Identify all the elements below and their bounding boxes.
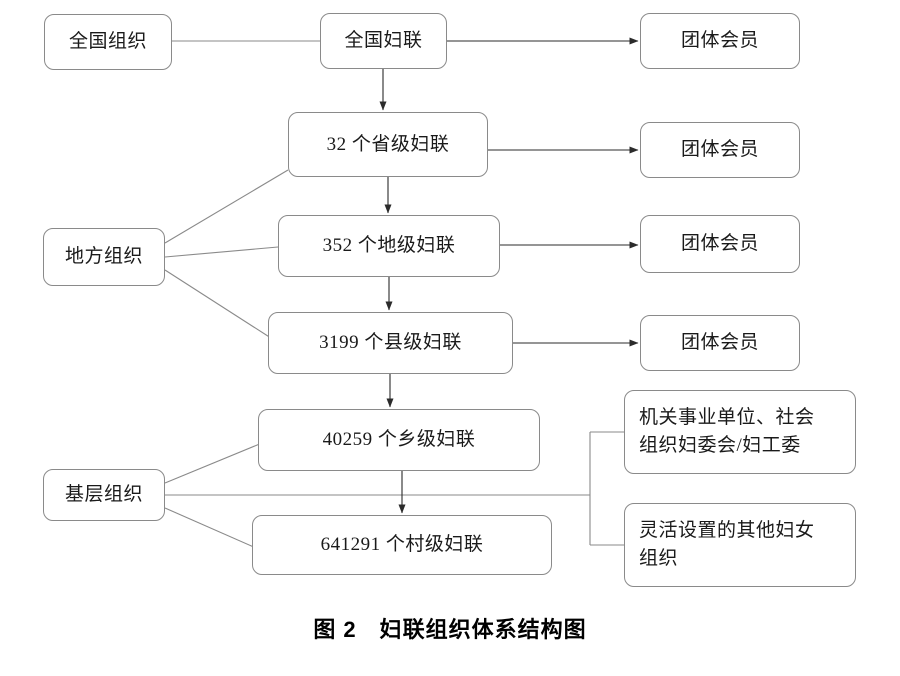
node-village-federations-label: 641291 个村级妇联 (320, 534, 484, 556)
edge-local-org-to-prefecture (164, 246, 279, 258)
node-county-federations-label: 3199 个县级妇联 (319, 332, 462, 354)
edge-grassroots-org-to-village (164, 507, 257, 549)
node-grassroots-org-label: 基层组织 (64, 484, 143, 506)
node-national-federation-label: 全国妇联 (344, 30, 423, 52)
node-prefecture-federations[interactable]: 352 个地级妇联 (278, 215, 500, 277)
figure-caption: 图 2 妇联组织体系结构图 (313, 617, 587, 642)
node-village-federations[interactable]: 641291 个村级妇联 (252, 515, 552, 575)
node-national-federation[interactable]: 全国妇联 (320, 13, 447, 69)
edge-grassroots-org-to-township (164, 442, 263, 484)
node-national-org[interactable]: 全国组织 (44, 14, 172, 70)
node-flexible-womens-organization[interactable]: 灵活设置的其他妇女 组织 (624, 503, 856, 587)
node-institution-womens-committee[interactable]: 机关事业单位、社会 组织妇委会/妇工委 (624, 390, 856, 474)
node-provincial-federations-label: 32 个省级妇联 (326, 133, 450, 155)
node-group-member-provincial-label: 团体会员 (680, 139, 759, 161)
node-provincial-federations[interactable]: 32 个省级妇联 (288, 112, 488, 177)
node-group-member-prefecture-label: 团体会员 (680, 233, 759, 255)
node-local-org[interactable]: 地方组织 (43, 228, 165, 286)
node-flexible-womens-organization-label: 灵活设置的其他妇女 组织 (639, 519, 815, 570)
node-grassroots-org[interactable]: 基层组织 (43, 469, 165, 521)
node-township-federations[interactable]: 40259 个乡级妇联 (258, 409, 540, 471)
edge-local-org-to-county (164, 269, 275, 341)
node-group-member-national[interactable]: 团体会员 (640, 13, 800, 69)
node-national-org-label: 全国组织 (68, 31, 147, 53)
edge-local-org-to-provincial (164, 169, 289, 244)
node-institution-womens-committee-label: 机关事业单位、社会 组织妇委会/妇工委 (639, 406, 815, 457)
node-group-member-county-label: 团体会员 (680, 332, 759, 354)
node-group-member-provincial[interactable]: 团体会员 (640, 122, 800, 178)
node-group-member-county[interactable]: 团体会员 (640, 315, 800, 371)
node-township-federations-label: 40259 个乡级妇联 (322, 429, 476, 451)
node-group-member-prefecture[interactable]: 团体会员 (640, 215, 800, 273)
node-county-federations[interactable]: 3199 个县级妇联 (268, 312, 513, 374)
bracket-grassroots-units (589, 431, 624, 546)
node-prefecture-federations-label: 352 个地级妇联 (322, 235, 456, 257)
node-group-member-national-label: 团体会员 (680, 30, 759, 52)
node-local-org-label: 地方组织 (64, 246, 143, 268)
